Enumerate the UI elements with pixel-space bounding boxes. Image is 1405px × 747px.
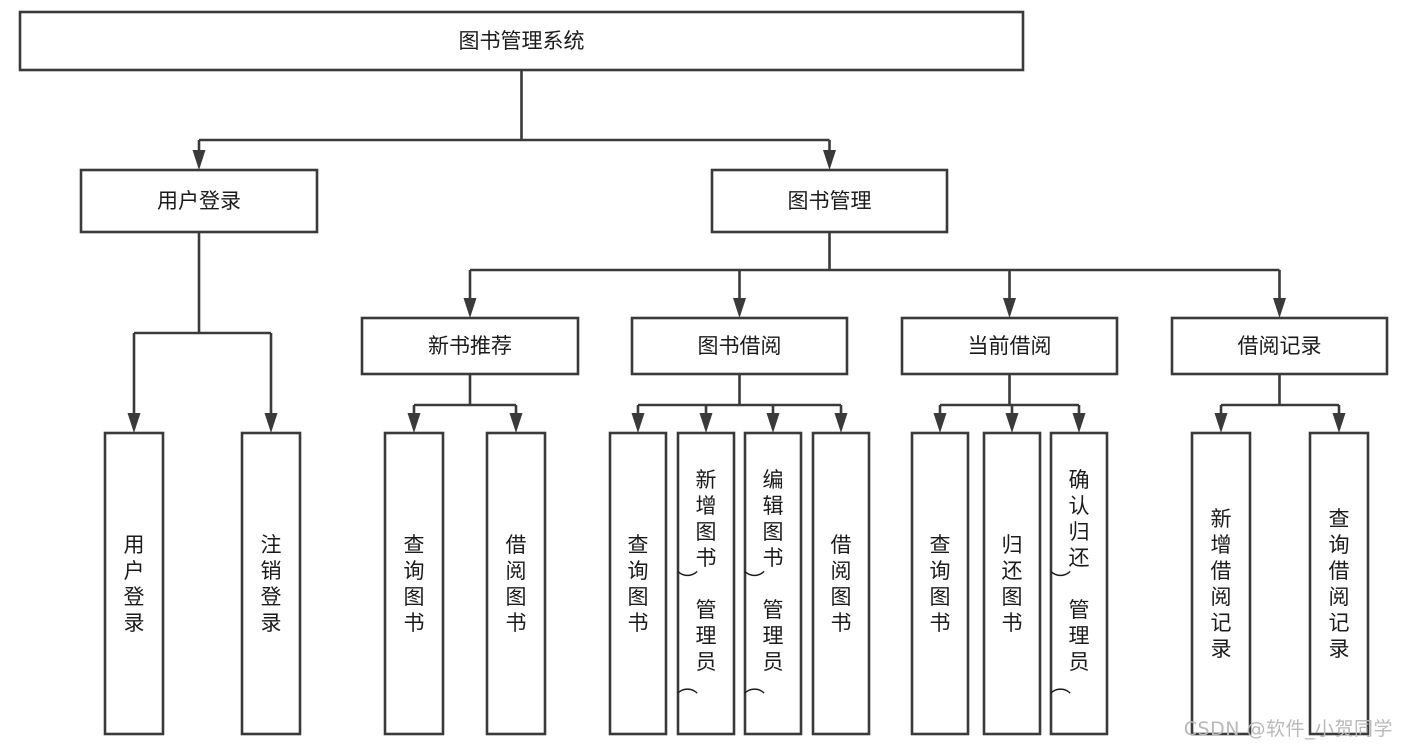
node-box-leaf_logout[interactable] xyxy=(240,431,302,736)
watermark-label: CSDN @软件_小贺同学 xyxy=(1183,718,1393,740)
node-box-user_login[interactable] xyxy=(79,168,319,234)
node-label-leaf_query_book_2: 查询图书 xyxy=(628,533,649,635)
node-leaf_query_book_3[interactable]: 查询图书 xyxy=(910,431,970,736)
arrow-head-book_manage xyxy=(823,150,836,170)
node-box-leaf_user_login[interactable] xyxy=(103,431,165,736)
node-box-leaf_confirm_return[interactable] xyxy=(1049,431,1109,736)
node-box-book_borrow[interactable] xyxy=(630,316,849,376)
arrow-head-book_borrow xyxy=(733,298,746,318)
node-box-leaf_borrow_book_2[interactable] xyxy=(811,431,871,736)
node-box-leaf_borrow_book_1[interactable] xyxy=(485,431,547,736)
node-label-book_manage: 图书管理 xyxy=(788,189,872,213)
node-box-leaf_query_record[interactable] xyxy=(1308,431,1370,736)
arrow-head-leaf_confirm_return xyxy=(1072,413,1086,433)
node-label-leaf_add_record: 新增借阅记录 xyxy=(1211,507,1232,661)
connector-bus-user-login xyxy=(127,232,278,433)
node-label-leaf_user_login: 用户登录 xyxy=(124,533,145,635)
node-leaf_query_book_1[interactable]: 查询图书 xyxy=(383,431,445,736)
node-layer: 图书管理系统用户登录图书管理新书推荐图书借阅当前借阅借阅记录用户登录注销登录查询… xyxy=(18,10,1389,736)
connector-bus-root xyxy=(192,70,836,170)
node-leaf_add_book[interactable]: 新增图书（管理员） xyxy=(676,431,736,736)
connector-layer xyxy=(127,70,1346,433)
arrow-head-new_book_rec xyxy=(463,298,477,318)
arrow-head-leaf_query_record xyxy=(1332,413,1346,433)
arrow-head-leaf_add_record xyxy=(1214,413,1228,433)
node-box-leaf_add_book[interactable] xyxy=(676,431,736,736)
arrow-head-leaf_edit_book xyxy=(766,413,780,433)
arrow-head-leaf_query_book_2 xyxy=(631,413,645,433)
node-box-leaf_edit_book[interactable] xyxy=(743,431,803,736)
node-box-new_book_rec[interactable] xyxy=(360,316,580,376)
connector-bus-borrow-record xyxy=(1214,374,1346,433)
node-leaf_borrow_book_1[interactable]: 借阅图书 xyxy=(485,431,547,736)
node-label-current_borrow: 当前借阅 xyxy=(968,334,1052,358)
arrow-head-leaf_logout xyxy=(264,413,278,433)
node-leaf_logout[interactable]: 注销登录 xyxy=(240,431,302,736)
node-label-leaf_add_book: 新增图书（管理员） xyxy=(677,468,717,695)
node-leaf_query_record[interactable]: 查询借阅记录 xyxy=(1308,431,1370,736)
arrow-head-borrow_record xyxy=(1273,298,1286,318)
arrow-head-leaf_user_login xyxy=(127,413,141,433)
arrow-head-current_borrow xyxy=(1003,298,1016,318)
node-leaf_add_record[interactable]: 新增借阅记录 xyxy=(1190,431,1252,736)
arrow-head-leaf_borrow_book_2 xyxy=(834,413,848,433)
node-box-leaf_query_book_1[interactable] xyxy=(383,431,445,736)
node-label-leaf_borrow_book_1: 借阅图书 xyxy=(506,533,527,635)
node-label-leaf_return_book: 归还图书 xyxy=(1002,533,1023,635)
node-label-user_login: 用户登录 xyxy=(157,189,241,213)
node-leaf_borrow_book_2[interactable]: 借阅图书 xyxy=(811,431,871,736)
node-label-new_book_rec: 新书推荐 xyxy=(428,334,512,358)
arrow-head-leaf_borrow_book_1 xyxy=(509,413,523,433)
node-new_book_rec[interactable]: 新书推荐 xyxy=(360,316,580,376)
node-label-leaf_query_book_3: 查询图书 xyxy=(930,533,951,635)
node-label-leaf_query_record: 查询借阅记录 xyxy=(1329,507,1350,661)
connector-bus-book-manage xyxy=(463,232,1286,318)
arrow-head-leaf_return_book xyxy=(1005,413,1019,433)
node-leaf_query_book_2[interactable]: 查询图书 xyxy=(608,431,668,736)
node-box-leaf_add_record[interactable] xyxy=(1190,431,1252,736)
node-book_borrow[interactable]: 图书借阅 xyxy=(630,316,849,376)
arrow-head-user_login xyxy=(192,150,206,170)
node-root[interactable]: 图书管理系统 xyxy=(18,10,1025,72)
node-label-leaf_borrow_book_2: 借阅图书 xyxy=(831,533,852,635)
node-leaf_user_login[interactable]: 用户登录 xyxy=(103,431,165,736)
node-label-leaf_logout: 注销登录 xyxy=(261,533,282,635)
node-box-current_borrow[interactable] xyxy=(900,316,1119,376)
arrow-head-leaf_add_book xyxy=(699,413,713,433)
node-leaf_return_book[interactable]: 归还图书 xyxy=(982,431,1042,736)
node-borrow_record[interactable]: 借阅记录 xyxy=(1170,316,1389,376)
node-leaf_edit_book[interactable]: 编辑图书（管理员） xyxy=(743,431,803,736)
node-label-leaf_confirm_return: 确认归还（管理员） xyxy=(1050,468,1090,695)
node-user_login[interactable]: 用户登录 xyxy=(79,168,319,234)
node-box-root[interactable] xyxy=(18,10,1025,72)
node-current_borrow[interactable]: 当前借阅 xyxy=(900,316,1119,376)
node-book_manage[interactable]: 图书管理 xyxy=(710,168,949,234)
connector-bus-book-borrow xyxy=(631,374,848,433)
node-label-book_borrow: 图书借阅 xyxy=(698,334,782,358)
arrow-head-leaf_query_book_1 xyxy=(407,413,421,433)
node-box-leaf_return_book[interactable] xyxy=(982,431,1042,736)
arrow-head-leaf_query_book_3 xyxy=(933,413,947,433)
node-box-leaf_query_book_3[interactable] xyxy=(910,431,970,736)
node-label-leaf_query_book_1: 查询图书 xyxy=(404,533,425,635)
node-label-borrow_record: 借阅记录 xyxy=(1238,334,1322,358)
node-label-root: 图书管理系统 xyxy=(459,29,585,53)
node-leaf_confirm_return[interactable]: 确认归还（管理员） xyxy=(1049,431,1109,736)
connector-bus-new-book-rec xyxy=(407,374,523,433)
node-box-book_manage[interactable] xyxy=(710,168,949,234)
node-label-leaf_edit_book: 编辑图书（管理员） xyxy=(744,468,784,695)
node-box-borrow_record[interactable] xyxy=(1170,316,1389,376)
node-box-leaf_query_book_2[interactable] xyxy=(608,431,668,736)
connector-bus-current-borrow xyxy=(933,374,1086,433)
